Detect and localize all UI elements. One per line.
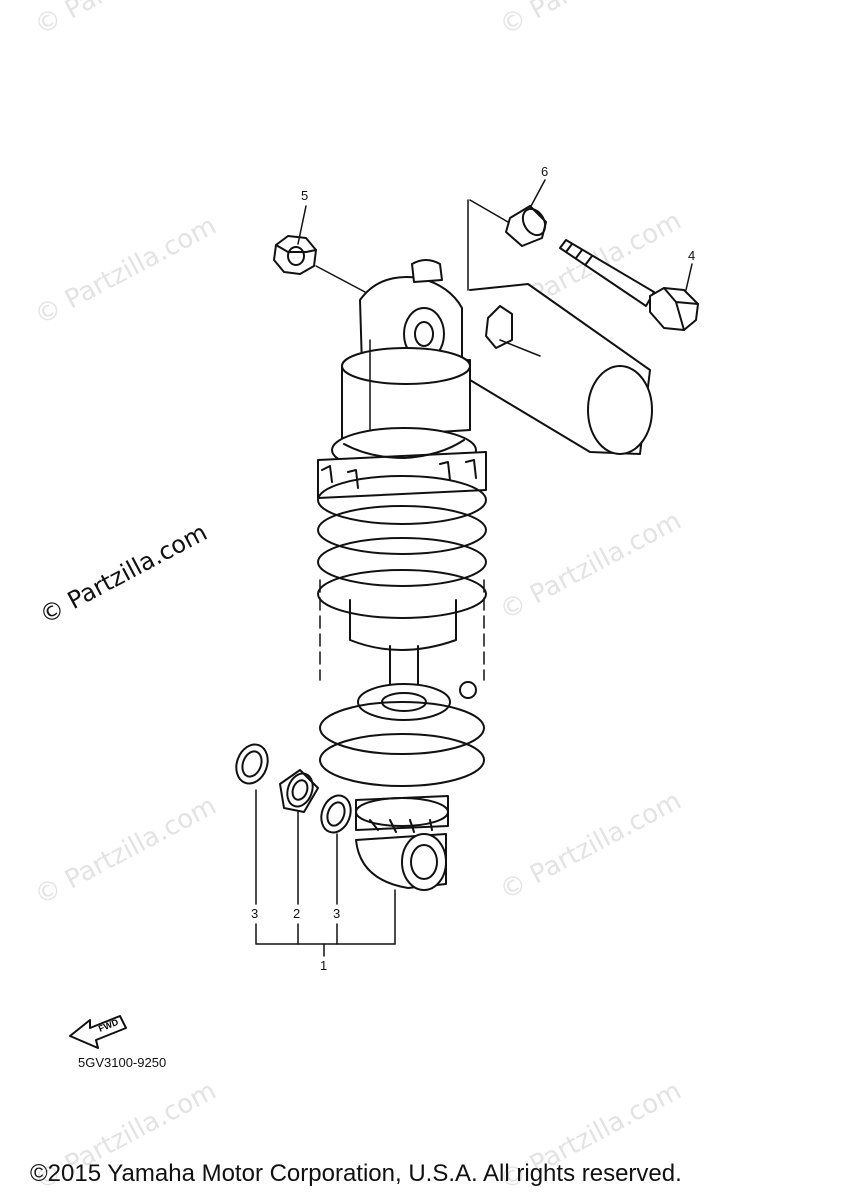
- callout-4: 4: [688, 248, 696, 263]
- part-3-seal-left: [235, 743, 269, 785]
- fwd-arrow-icon: [69, 1015, 127, 1049]
- diagram-code: 5GV3100-9250: [78, 1055, 167, 1070]
- part-2-bearing: [279, 769, 319, 813]
- copyright-notice: ©2015 Yamaha Motor Corporation, U.S.A. A…: [30, 1160, 682, 1187]
- part-6-collar: [505, 205, 547, 247]
- callout-5: 5: [301, 188, 309, 203]
- shock-shaft: [389, 645, 419, 691]
- callout-3-right: 3: [333, 906, 341, 921]
- shock-top-eye: [359, 259, 463, 367]
- part-4-bolt: [559, 239, 699, 331]
- leader-lines: [255, 179, 693, 957]
- callout-3-left: 3: [251, 906, 259, 921]
- shock-spring: [317, 475, 487, 681]
- shock-lower-mount: [355, 795, 449, 891]
- part-3-seal-right: [320, 794, 352, 834]
- callout-6: 6: [541, 164, 549, 179]
- callout-2: 2: [293, 906, 301, 921]
- shock-body: [331, 339, 477, 473]
- part-5-nut: [273, 235, 317, 275]
- shock-reservoir: [469, 283, 653, 455]
- lower-spring: [319, 681, 485, 787]
- callout-1: 1: [320, 958, 328, 973]
